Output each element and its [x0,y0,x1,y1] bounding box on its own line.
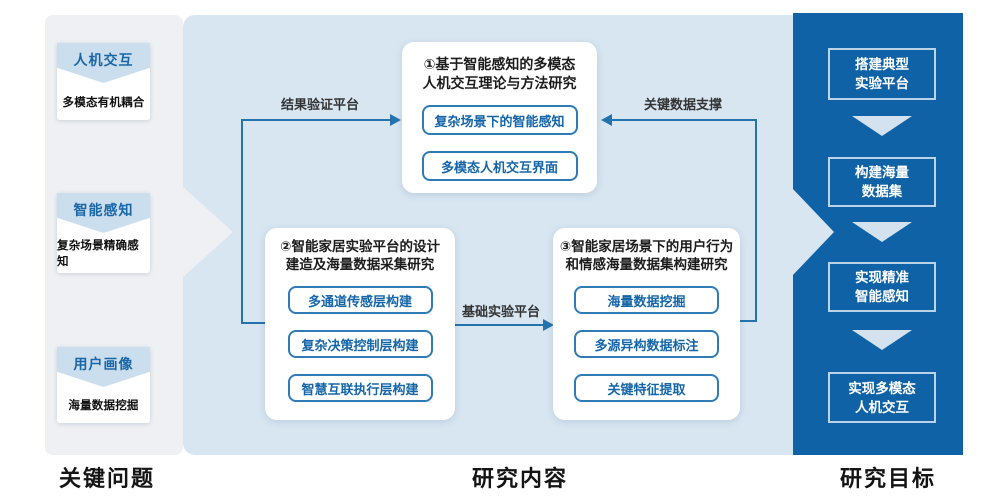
down-triangle-icon [852,222,912,242]
gray-flow-arrow-icon [182,186,233,278]
research-pill: 多通道传感层构建 [287,286,433,314]
connector-middle-label: 基础实验平台 [461,304,540,319]
research-pill: 智慧互联执行层构建 [287,374,433,402]
research-pill: 海量数据挖掘 [574,286,719,314]
research-card-title: ③智能家居场景下的用户行为 和情感海量数据集构建研究 [553,238,740,274]
issue-card-hci: 人机交互 多模态有机耦合 [57,43,150,120]
connector-right-horizontal-bottom [740,320,757,322]
title-line: ①基于智能感知的多模态 [423,56,576,72]
title-line: ③智能家居场景下的用户行为 [559,239,734,254]
issue-card-header: 智能感知 [57,193,150,233]
section-label-research-content: 研究内容 [471,466,568,491]
research-pill: 关键特征提取 [574,374,719,402]
goal-box-platform: 搭建典型 实验平台 [828,48,936,100]
title-line: ②智能家居实验平台的设计 [280,239,440,254]
goal-box-interaction: 实现多模态 人机交互 [828,372,936,423]
issue-card-subtitle: 多模态有机耦合 [62,96,145,109]
goal-line: 数据集 [861,184,903,199]
research-card-title: ②智能家居实验平台的设计 建造及海量数据采集研究 [265,238,455,274]
goal-line: 搭建典型 [855,57,909,72]
goal-line: 实现精准 [855,270,909,285]
blue-flow-arrow-icon [792,188,834,276]
research-card-1: ①基于智能感知的多模态 人机交互理论与方法研究 复杂场景下的智能感知 多模态人机… [402,42,597,193]
connector-left-vertical [241,119,243,324]
connector-left-horizontal-bottom [241,322,265,324]
issue-card-user-portrait: 用户画像 海量数据挖掘 [57,347,150,423]
goal-line: 人机交互 [855,399,909,415]
research-pill: 多源异构数据标注 [574,330,719,358]
goal-line: 实验平台 [855,76,909,91]
issue-card-perception: 智能感知 复杂场景精确感知 [57,193,150,273]
issue-card-subtitle: 海量数据挖掘 [68,400,139,412]
research-pill: 复杂场景下的智能感知 [421,105,578,135]
connector-middle-horizontal [450,324,545,326]
connector-right-horizontal-top [612,119,757,121]
connector-left-horizontal-top [241,119,391,121]
research-card-2: ②智能家居实验平台的设计 建造及海量数据采集研究 多通道传感层构建 复杂决策控制… [265,228,455,420]
title-line: 人机交互理论与方法研究 [422,75,577,91]
goal-line: 构建海量 [855,165,909,180]
connector-left-label: 结果验证平台 [280,97,359,112]
research-card-3: ③智能家居场景下的用户行为 和情感海量数据集构建研究 海量数据挖掘 多源异构数据… [553,228,740,420]
arrowhead-right-icon [543,319,554,331]
title-line: 和情感海量数据集构建研究 [565,257,728,272]
goal-line: 实现多模态 [848,380,916,396]
connector-right-vertical [755,119,757,322]
issue-card-subtitle: 复杂场景精确感知 [57,240,139,268]
goal-box-dataset: 构建海量 数据集 [828,157,936,207]
research-pill: 多模态人机交互界面 [421,151,578,181]
section-label-key-issues: 关键问题 [58,466,155,491]
issue-card-header: 人机交互 [57,43,150,83]
research-pill: 复杂决策控制层构建 [287,330,433,358]
goal-box-perception: 实现精准 智能感知 [828,262,936,312]
section-label-research-goals: 研究目标 [839,466,936,491]
down-triangle-icon [852,330,912,350]
down-triangle-icon [852,116,912,136]
goal-line: 智能感知 [855,289,909,304]
arrowhead-right-icon [390,114,401,126]
arrowhead-left-icon [601,114,612,126]
issue-card-header: 用户画像 [57,347,150,387]
title-line: 建造及海量数据采集研究 [285,257,435,272]
connector-right-label: 关键数据支撑 [643,97,722,112]
research-card-title: ①基于智能感知的多模态 人机交互理论与方法研究 [402,55,597,93]
